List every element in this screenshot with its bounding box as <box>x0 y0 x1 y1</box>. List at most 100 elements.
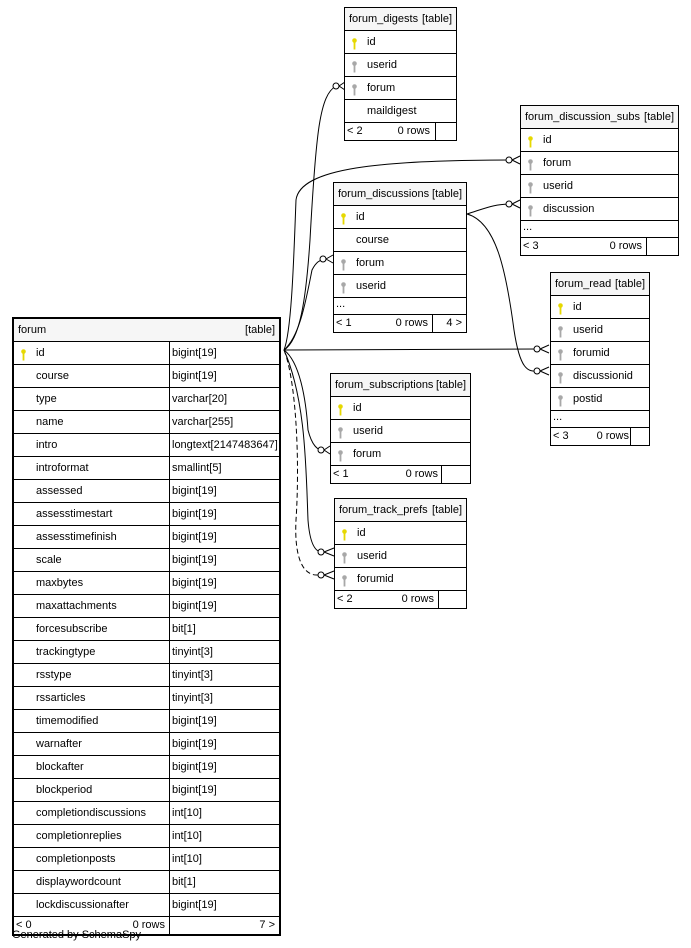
foreign-key-icon <box>338 425 343 439</box>
column-row[interactable]: postid <box>551 388 649 411</box>
column-name: userid <box>543 180 573 192</box>
column-row[interactable]: maildigest <box>345 100 456 123</box>
column-row[interactable]: id <box>551 296 649 319</box>
column-type: bigint[19] <box>169 756 279 778</box>
foreign-key-icon <box>528 157 533 171</box>
parents-count[interactable]: < 1 <box>336 317 352 329</box>
children-count[interactable]: 7 > <box>259 919 275 931</box>
parents-count[interactable]: < 2 <box>347 125 363 137</box>
foreign-key-icon <box>558 324 563 338</box>
table-footer: < 3 0 rows <box>521 238 678 255</box>
column-row[interactable]: forum <box>345 77 456 100</box>
table-name: forum <box>18 324 47 336</box>
ellipsis-text: ... <box>553 411 563 423</box>
table-type: [table] <box>432 188 462 200</box>
column-row[interactable]: userid <box>521 175 678 198</box>
column-name: introformat <box>36 462 89 474</box>
column-row[interactable]: userid <box>345 54 456 77</box>
column-name: id <box>357 527 366 539</box>
row-count: 0 rows <box>596 430 629 442</box>
column-row[interactable]: forum <box>331 443 470 466</box>
parents-count[interactable]: < 3 <box>553 430 569 442</box>
parents-count[interactable]: < 1 <box>333 468 349 480</box>
parents-count[interactable]: < 3 <box>523 240 539 252</box>
row-count: 0 rows <box>405 468 438 480</box>
column-row[interactable]: discussion <box>521 198 678 221</box>
column-type: bit[1] <box>169 618 279 640</box>
table-type: [table] <box>644 111 674 123</box>
column-row[interactable]: id <box>335 522 466 545</box>
column-name: userid <box>353 425 383 437</box>
more-columns-indicator: ... <box>551 411 649 428</box>
column-row[interactable]: discussionid <box>551 365 649 388</box>
row-count: 0 rows <box>395 317 428 329</box>
parents-count[interactable]: < 2 <box>337 593 353 605</box>
column-type: int[10] <box>169 848 279 870</box>
column-row[interactable]: userid <box>551 319 649 342</box>
parents-count[interactable]: < 0 <box>16 919 32 931</box>
table-type: [table] <box>245 324 275 336</box>
children-count[interactable]: 4 > <box>446 317 462 329</box>
table-footer: < 3 0 rows <box>551 428 649 445</box>
column-row[interactable]: forum <box>334 252 466 275</box>
row-count: 0 rows <box>397 125 430 137</box>
column-row[interactable]: userid <box>331 420 470 443</box>
column-row[interactable]: id <box>345 31 456 54</box>
foreign-key-icon <box>528 203 533 217</box>
column-row[interactable]: userid <box>334 275 466 298</box>
column-name: maildigest <box>367 105 417 117</box>
column-row[interactable]: forumid <box>551 342 649 365</box>
column-type: tinyint[3] <box>169 664 279 686</box>
column-name: completionposts <box>36 853 116 865</box>
column-row[interactable]: id <box>334 206 466 229</box>
column-row[interactable]: course <box>334 229 466 252</box>
column-name: maxattachments <box>36 600 117 612</box>
table-header: forum_digests [table] <box>345 8 456 31</box>
primary-key-icon <box>21 347 26 361</box>
column-row[interactable]: completionposts int[10] <box>14 848 279 871</box>
column-name: lockdiscussionafter <box>36 899 129 911</box>
table-header: forum_track_prefs [table] <box>335 499 466 522</box>
primary-key-icon <box>341 211 346 225</box>
crowfoot <box>325 254 334 264</box>
column-row[interactable]: id <box>521 129 678 152</box>
table-header: forum_discussions [table] <box>334 183 466 206</box>
column-row[interactable]: id <box>331 397 470 420</box>
column-name: completionreplies <box>36 830 122 842</box>
column-row[interactable]: forum <box>521 152 678 175</box>
crowfoot <box>323 570 335 580</box>
column-row[interactable]: forumid <box>335 568 466 591</box>
column-row[interactable]: userid <box>335 545 466 568</box>
